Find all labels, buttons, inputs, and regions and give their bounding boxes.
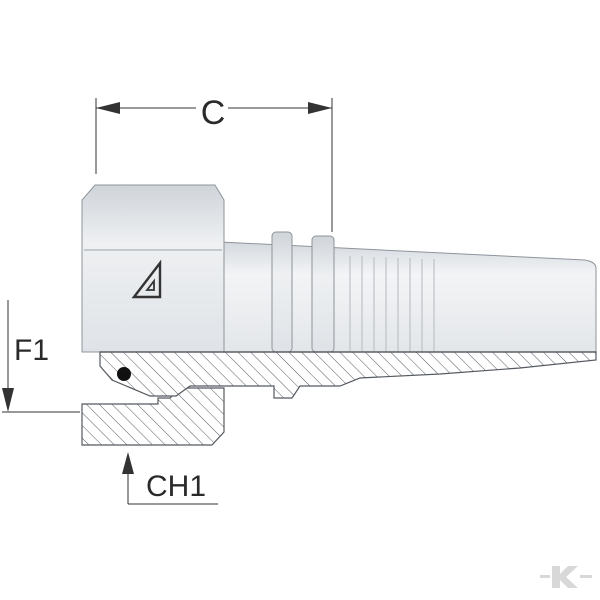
hex-nut [81,184,225,353]
dimension-ch1 [122,452,218,505]
dimension-c-label: C [201,94,226,132]
o-ring [117,367,131,381]
triangle-logo-icon [131,259,162,299]
nut-section [81,387,225,446]
collar-ring-left [271,231,293,353]
fitting-external-view [81,184,597,353]
serration-lines [349,256,435,352]
nipple-section [99,351,597,399]
dimension-f1 [2,300,80,413]
fitting-section-view [81,351,597,446]
k-watermark-icon [540,566,592,588]
dimension-c [95,98,333,232]
dimension-f1-label: F1 [14,334,49,367]
collar-ring-right [311,235,335,353]
dimension-ch1-label: CH1 [146,470,206,503]
